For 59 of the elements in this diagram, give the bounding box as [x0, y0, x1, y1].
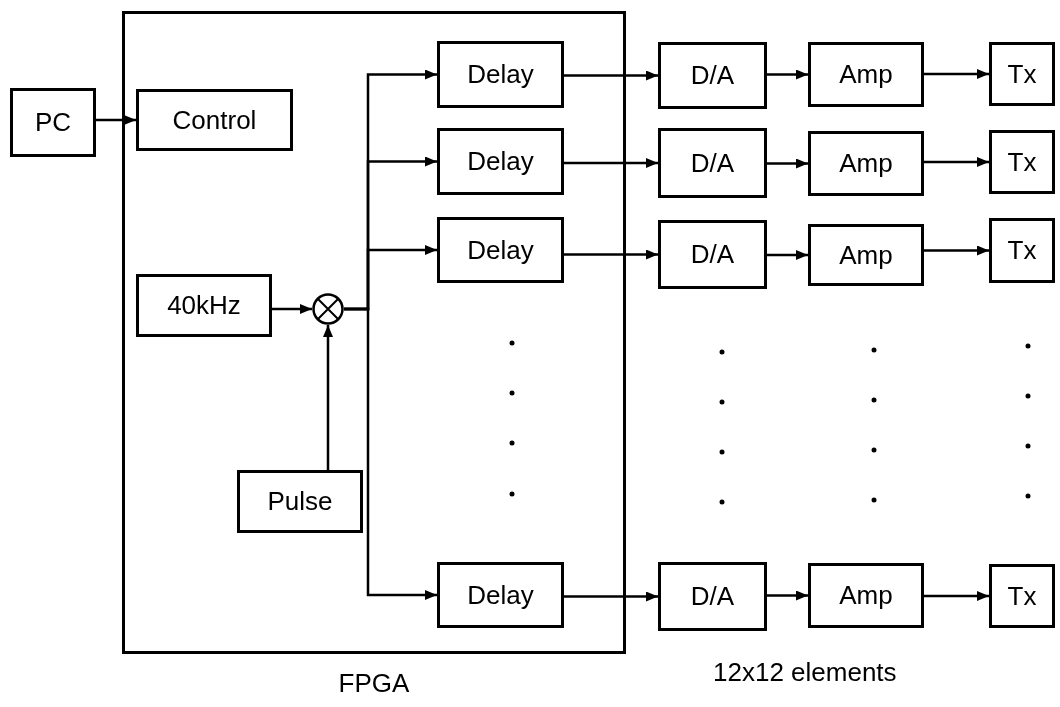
arrow [924, 157, 989, 167]
arrow [767, 250, 808, 260]
process-box [658, 128, 767, 198]
box-label: Pulse [267, 487, 333, 516]
process-box [658, 562, 767, 631]
box-label: Delay [467, 580, 534, 610]
arrow [564, 249, 658, 260]
arrow [564, 70, 658, 81]
box-label: D/A [690, 148, 735, 178]
process-box [808, 42, 924, 107]
arrow [767, 590, 808, 601]
process-box [237, 470, 363, 533]
box-label: PC [34, 108, 72, 137]
arrow [323, 325, 333, 470]
process-box [658, 42, 767, 109]
process-box [10, 88, 96, 157]
box-label: Amp [839, 60, 893, 89]
process-box [989, 218, 1055, 283]
box-label: Amp [839, 240, 893, 270]
process-box [989, 42, 1055, 106]
box-label: Control [172, 105, 257, 135]
caption-text: 12x12 elements [713, 658, 897, 687]
arrow [767, 69, 808, 80]
container-title: FPGA [338, 669, 410, 698]
box-label: Delay [467, 60, 534, 89]
arrow [924, 245, 989, 256]
process-box [136, 274, 272, 337]
process-box [658, 220, 767, 289]
box-label: Amp [839, 581, 893, 610]
process-box [136, 89, 293, 151]
process-box [808, 563, 924, 628]
process-box [437, 562, 564, 628]
box-label: D/A [690, 61, 735, 90]
box-label: Amp [839, 149, 893, 178]
process-box [437, 217, 564, 283]
process-box [437, 128, 564, 195]
box-label: 40kHz [167, 291, 241, 320]
process-box [437, 41, 564, 108]
arrow [344, 307, 437, 600]
arrow [924, 69, 989, 79]
box-label: Tx [1007, 581, 1037, 611]
arrow [924, 591, 989, 601]
box-label: Delay [467, 235, 534, 265]
arrow [272, 304, 312, 314]
arrow [564, 591, 658, 602]
arrow [564, 158, 658, 168]
box-label: D/A [690, 240, 735, 269]
box-label: Delay [467, 147, 534, 176]
box-label: Tx [1007, 59, 1037, 89]
multiplier-symbol [312, 293, 344, 325]
process-box [989, 564, 1055, 628]
box-label: Tx [1007, 236, 1037, 265]
arrow [767, 158, 808, 169]
arrow [96, 115, 136, 125]
box-label: Tx [1007, 147, 1037, 177]
process-box [808, 131, 924, 196]
process-box [808, 224, 924, 286]
process-box [989, 130, 1055, 194]
box-label: D/A [690, 582, 735, 611]
